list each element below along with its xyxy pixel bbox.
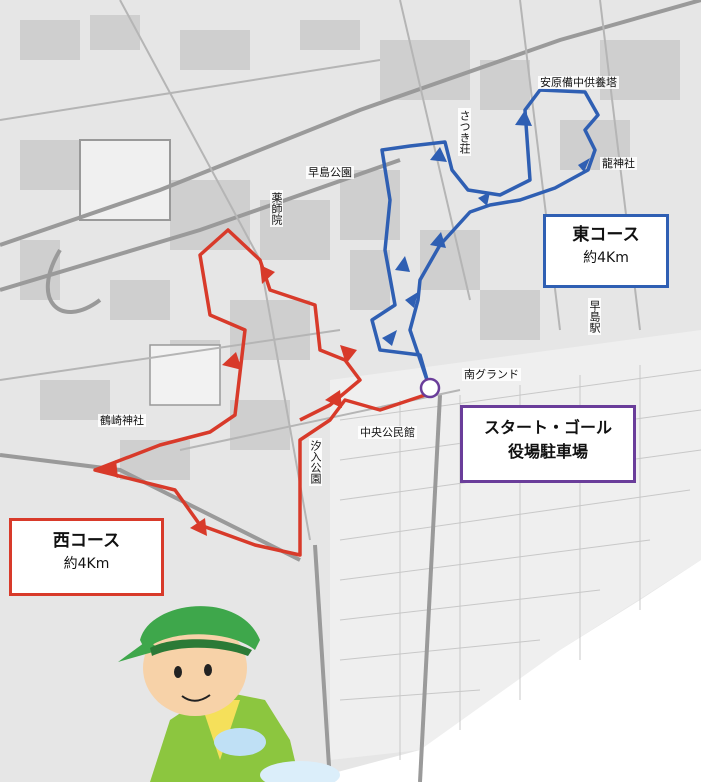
school-block: [149, 344, 221, 406]
east-course-route: [370, 88, 600, 384]
label-hayajima-park: 早島公園: [306, 166, 354, 179]
label-shioiri-park: 汐入公園: [309, 438, 322, 486]
label-hayajima-station: 早島駅: [588, 298, 601, 335]
start-goal-box: スタート・ゴール 役場駐車場: [460, 405, 636, 483]
start-goal-location: 役場駐車場: [507, 442, 588, 461]
label-tsurusaki-shrine: 鶴崎神社: [98, 414, 146, 427]
start-goal-title: スタート・ゴール: [483, 418, 612, 437]
label-ryujin-shrine: 龍神社: [600, 157, 637, 170]
label-yasuhara-memorial: 安原備中供養塔: [538, 76, 619, 89]
field-grid: [339, 365, 701, 760]
town-blocks: [20, 15, 680, 480]
label-satsuki-so: さつき荘: [458, 108, 471, 156]
west-course-box: 西コース 約4Km: [9, 518, 164, 596]
direction-arrow-icon: [100, 265, 357, 536]
label-minami-ground: 南グランド: [462, 368, 521, 381]
volunteer-illustration-icon: [118, 606, 340, 782]
direction-arrow-icon: [382, 110, 590, 346]
east-course-distance: 約4Km: [583, 250, 629, 266]
label-chuo-kominkan: 中央公民館: [358, 426, 417, 439]
west-course-distance: 約4Km: [63, 556, 110, 572]
east-course-box: 東コース 約4Km: [543, 214, 669, 288]
west-course-title: 西コース: [52, 531, 121, 551]
west-course-route: [93, 228, 426, 557]
east-course-title: 東コース: [572, 225, 640, 245]
factory-compound: [79, 139, 171, 221]
start-goal-marker-icon: [419, 377, 441, 399]
label-yakushiin: 薬師院: [270, 190, 283, 227]
